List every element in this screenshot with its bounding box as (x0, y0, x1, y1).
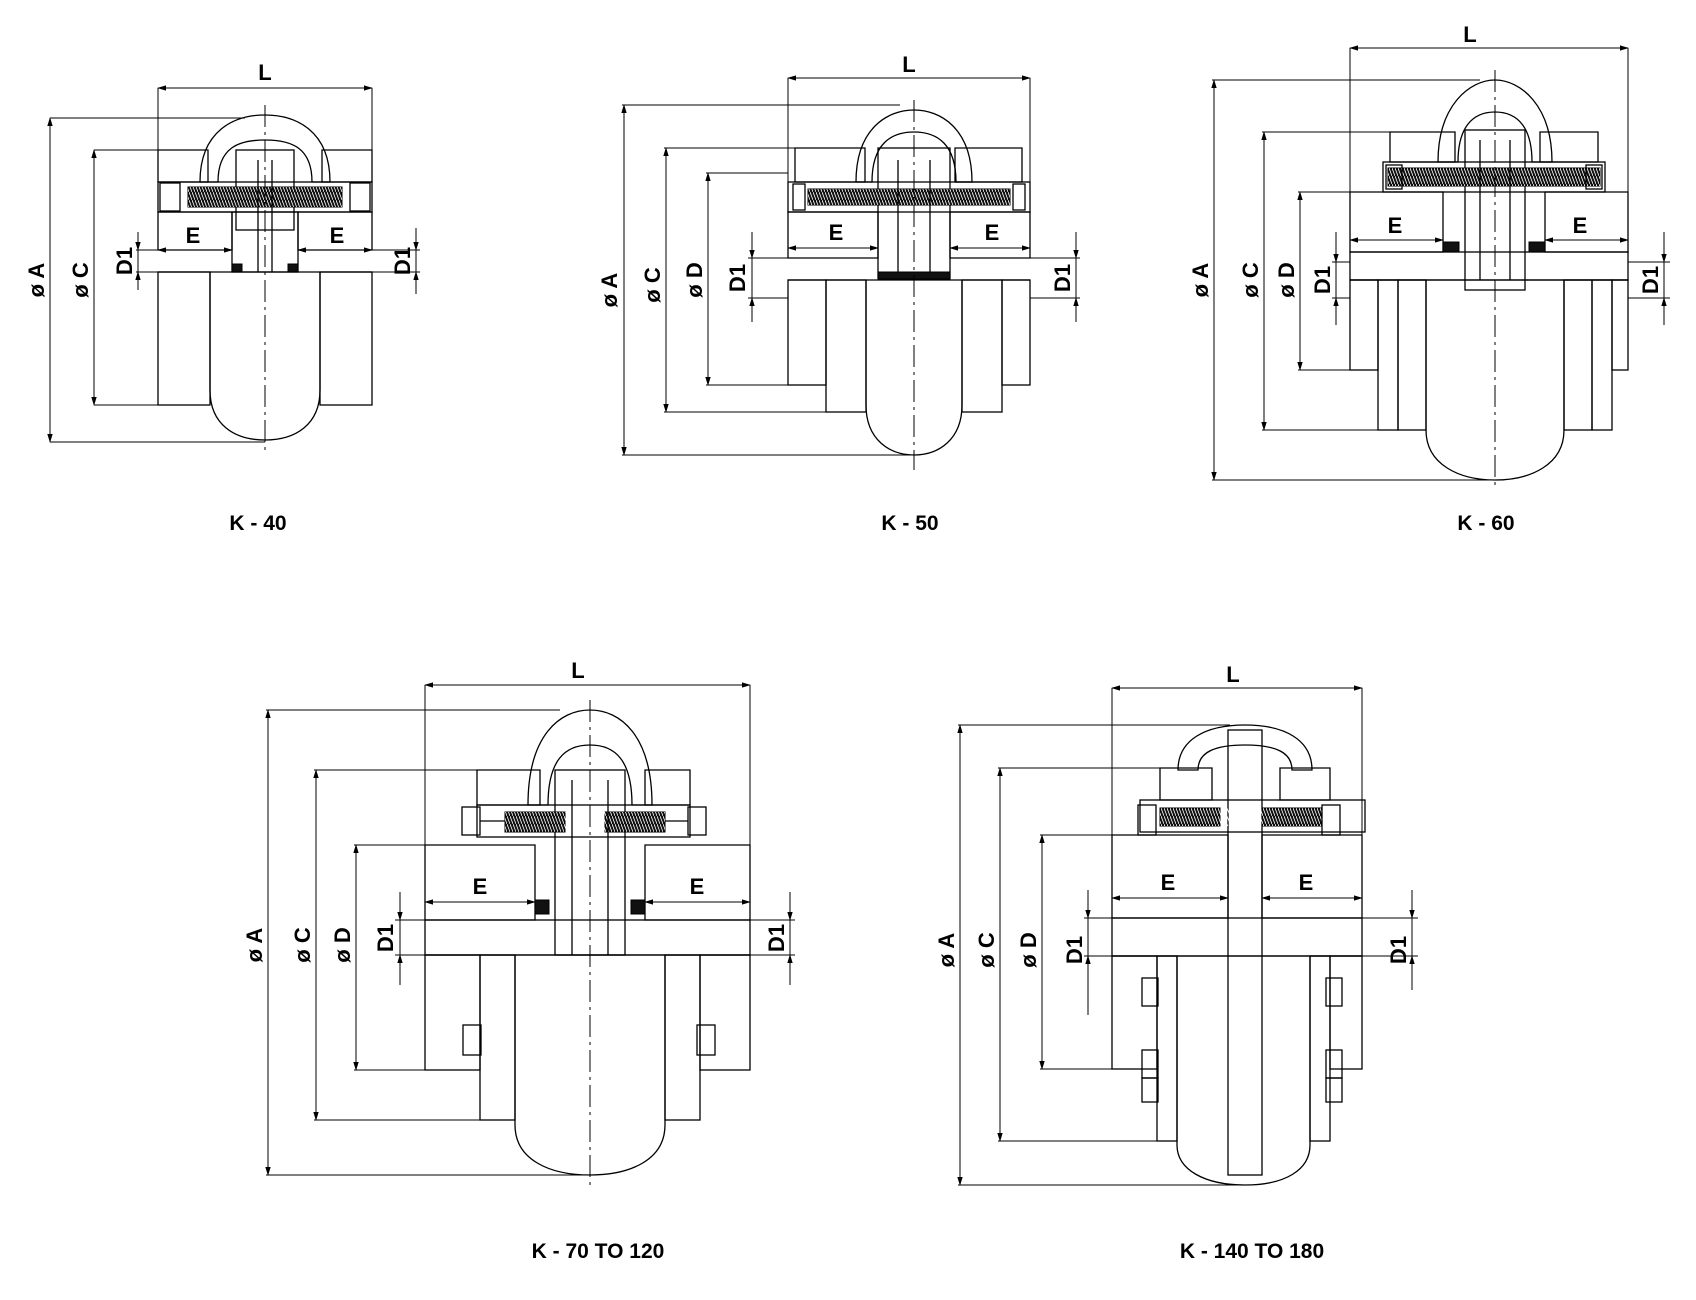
dim-label-d1: D1 (373, 924, 398, 952)
caption-k60: K - 60 (1457, 512, 1514, 535)
caption-k140-to-180: K - 140 TO 180 (1180, 1240, 1324, 1263)
dim-label-e: E (829, 220, 844, 245)
dia-symbol: ø (1238, 284, 1263, 298)
figure-k50: L ø A ø C ø D D1 D1 E E K - 50 (597, 52, 1080, 535)
dim-label-c: C (290, 927, 315, 943)
svg-text:ø C: ø C (1238, 262, 1263, 298)
figure-k70-to-120: L ø A ø C ø D D1 D1 E E K - 70 TO (242, 658, 795, 1263)
dim-label-l: L (258, 60, 271, 85)
figure-k140-to-180: L ø A ø C ø D D1 D1 E E K - 140 T (934, 662, 1418, 1263)
dim-label-l: L (571, 658, 584, 683)
dia-symbol: ø (640, 289, 665, 303)
dim-label-l: L (902, 52, 915, 77)
dim-label-d1: D1 (1062, 936, 1087, 964)
dia-symbol: ø (68, 284, 93, 298)
dim-label-d1: D1 (725, 264, 750, 292)
dim-label-a: A (597, 273, 622, 289)
dim-label-a: A (24, 263, 49, 279)
dia-symbol: ø (597, 293, 622, 307)
dia-symbol: ø (24, 283, 49, 297)
svg-text:ø A: ø A (1188, 263, 1213, 298)
dim-label-e: E (1299, 870, 1314, 895)
dim-label-d1: D1 (390, 247, 415, 275)
dia-symbol: ø (934, 953, 959, 967)
dim-label-d1: D1 (1050, 264, 1075, 292)
dia-symbol: ø (290, 949, 315, 963)
dim-label-d: D (1274, 262, 1299, 278)
dim-label-c: C (640, 267, 665, 283)
dim-label-e: E (1573, 213, 1588, 238)
svg-text:ø C: ø C (290, 927, 315, 963)
caption-k40: K - 40 (229, 512, 286, 535)
dim-label-e: E (473, 874, 488, 899)
svg-text:ø C: ø C (974, 932, 999, 968)
dim-label-l: L (1226, 662, 1239, 687)
svg-text:ø D: ø D (682, 262, 707, 297)
dia-symbol: ø (974, 954, 999, 968)
svg-text:ø D: ø D (1274, 262, 1299, 297)
svg-text:ø C: ø C (640, 267, 665, 303)
dia-symbol: ø (1274, 284, 1299, 298)
svg-text:ø D: ø D (330, 927, 355, 962)
svg-text:ø A: ø A (24, 263, 49, 298)
svg-text:ø A: ø A (934, 933, 959, 968)
figure-k60: L ø A ø C ø D D1 D1 E E K - 60 (1188, 22, 1670, 535)
dim-label-e: E (690, 874, 705, 899)
dim-label-d: D (682, 262, 707, 278)
dim-label-e: E (1388, 213, 1403, 238)
figure-k40: L ø A ø C D1 D1 E E K - 40 (24, 60, 420, 535)
dia-symbol: ø (682, 284, 707, 298)
svg-text:ø C: ø C (68, 262, 93, 298)
dim-label-d: D (1016, 932, 1041, 948)
dim-label-d1: D1 (1638, 266, 1663, 294)
dim-label-c: C (68, 262, 93, 278)
caption-k70-to-120: K - 70 TO 120 (532, 1240, 665, 1263)
dia-symbol: ø (1016, 954, 1041, 968)
dia-symbol: ø (1188, 283, 1213, 297)
dia-symbol: ø (242, 948, 267, 962)
dim-label-a: A (242, 928, 267, 944)
dim-label-e: E (1161, 870, 1176, 895)
dim-label-d: D (330, 927, 355, 943)
svg-text:ø A: ø A (242, 928, 267, 963)
dim-label-d1: D1 (1310, 266, 1335, 294)
dim-label-l: L (1463, 22, 1476, 47)
dim-label-e: E (186, 223, 201, 248)
svg-text:ø D: ø D (1016, 932, 1041, 967)
dim-label-c: C (974, 932, 999, 948)
dim-label-e: E (330, 223, 345, 248)
dim-label-d1: D1 (1386, 936, 1411, 964)
dim-label-a: A (1188, 263, 1213, 279)
caption-k50: K - 50 (881, 512, 938, 535)
dim-label-d1: D1 (764, 924, 789, 952)
dim-label-a: A (934, 933, 959, 949)
dim-label-c: C (1238, 262, 1263, 278)
dia-symbol: ø (330, 949, 355, 963)
svg-text:ø A: ø A (597, 273, 622, 308)
dim-label-d1: D1 (112, 247, 137, 275)
dim-label-e: E (985, 220, 1000, 245)
